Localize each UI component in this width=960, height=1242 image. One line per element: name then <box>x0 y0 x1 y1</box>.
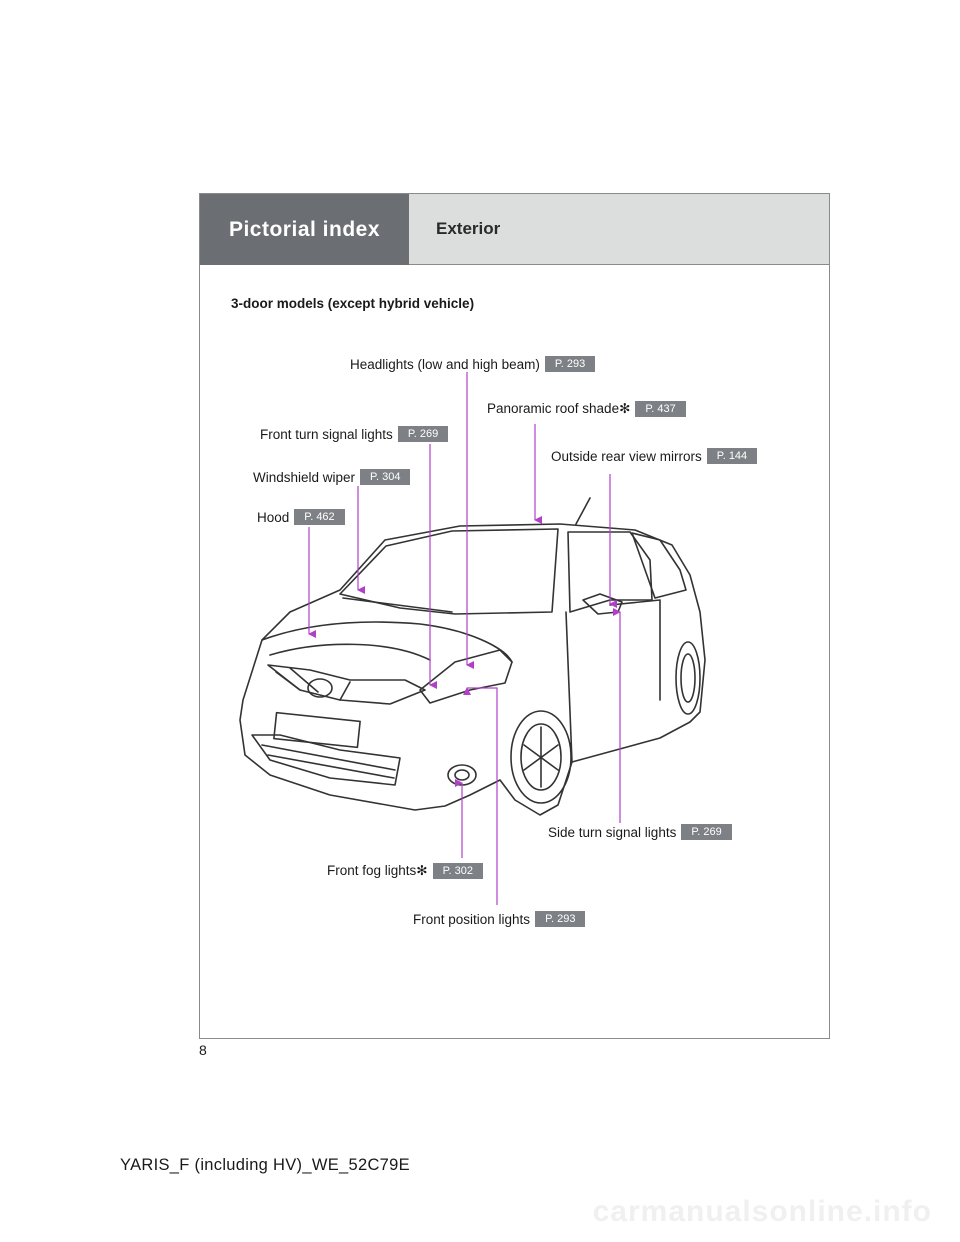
headlights-label: Headlights (low and high beam) <box>350 356 540 372</box>
roof-shade-label: Panoramic roof shade✻ <box>487 401 631 416</box>
page-frame: Pictorial index Exterior <box>199 193 830 1039</box>
roof-shade-callout: Panoramic roof shade✻ P. 437 <box>487 401 686 417</box>
side-turn-label: Side turn signal lights <box>548 824 677 840</box>
side-turn-callout: Side turn signal lights P. 269 <box>548 824 732 840</box>
wiper-label: Windshield wiper <box>253 469 356 485</box>
position-label: Front position lights <box>413 911 531 927</box>
front-turn-callout: Front turn signal lights P. 269 <box>260 426 449 442</box>
position-page-ref[interactable]: P. 293 <box>535 911 586 927</box>
wiper-page-ref[interactable]: P. 304 <box>360 469 411 485</box>
subsection-header: Exterior <box>409 194 829 265</box>
roof-shade-page-ref[interactable]: P. 437 <box>635 401 686 417</box>
headlights-page-ref[interactable]: P. 293 <box>544 356 596 372</box>
position-callout: Front position lights P. 293 <box>413 911 586 927</box>
leader-lines <box>308 372 621 905</box>
headlights-callout: Headlights (low and high beam) P. 293 <box>350 356 596 372</box>
side-turn-page-ref[interactable]: P. 269 <box>681 824 732 840</box>
fog-label: Front fog lights✻ <box>327 863 428 878</box>
fog-page-ref[interactable]: P. 302 <box>432 863 483 879</box>
front-turn-page-ref[interactable]: P. 269 <box>397 426 449 442</box>
subsection-title: Exterior <box>436 219 501 238</box>
car-outline <box>239 497 706 816</box>
section-tab: Pictorial index <box>200 194 409 265</box>
hood-callout: Hood P. 462 <box>257 509 345 525</box>
mirrors-page-ref[interactable]: P. 144 <box>706 448 758 464</box>
page-number: 8 <box>199 1042 207 1058</box>
section-title: 3-door models (except hybrid vehicle) <box>231 296 475 311</box>
front-turn-label: Front turn signal lights <box>260 426 393 442</box>
hood-page-ref[interactable]: P. 462 <box>294 509 345 525</box>
fog-callout: Front fog lights✻ P. 302 <box>327 863 483 879</box>
hood-label: Hood <box>257 509 290 525</box>
document-footer: YARIS_F (including HV)_WE_52C79E <box>120 1156 410 1174</box>
wiper-callout: Windshield wiper P. 304 <box>253 469 411 485</box>
watermark: carmanualsonline.info <box>592 1195 932 1228</box>
mirrors-callout: Outside rear view mirrors P. 144 <box>551 448 758 464</box>
mirrors-label: Outside rear view mirrors <box>551 448 702 464</box>
